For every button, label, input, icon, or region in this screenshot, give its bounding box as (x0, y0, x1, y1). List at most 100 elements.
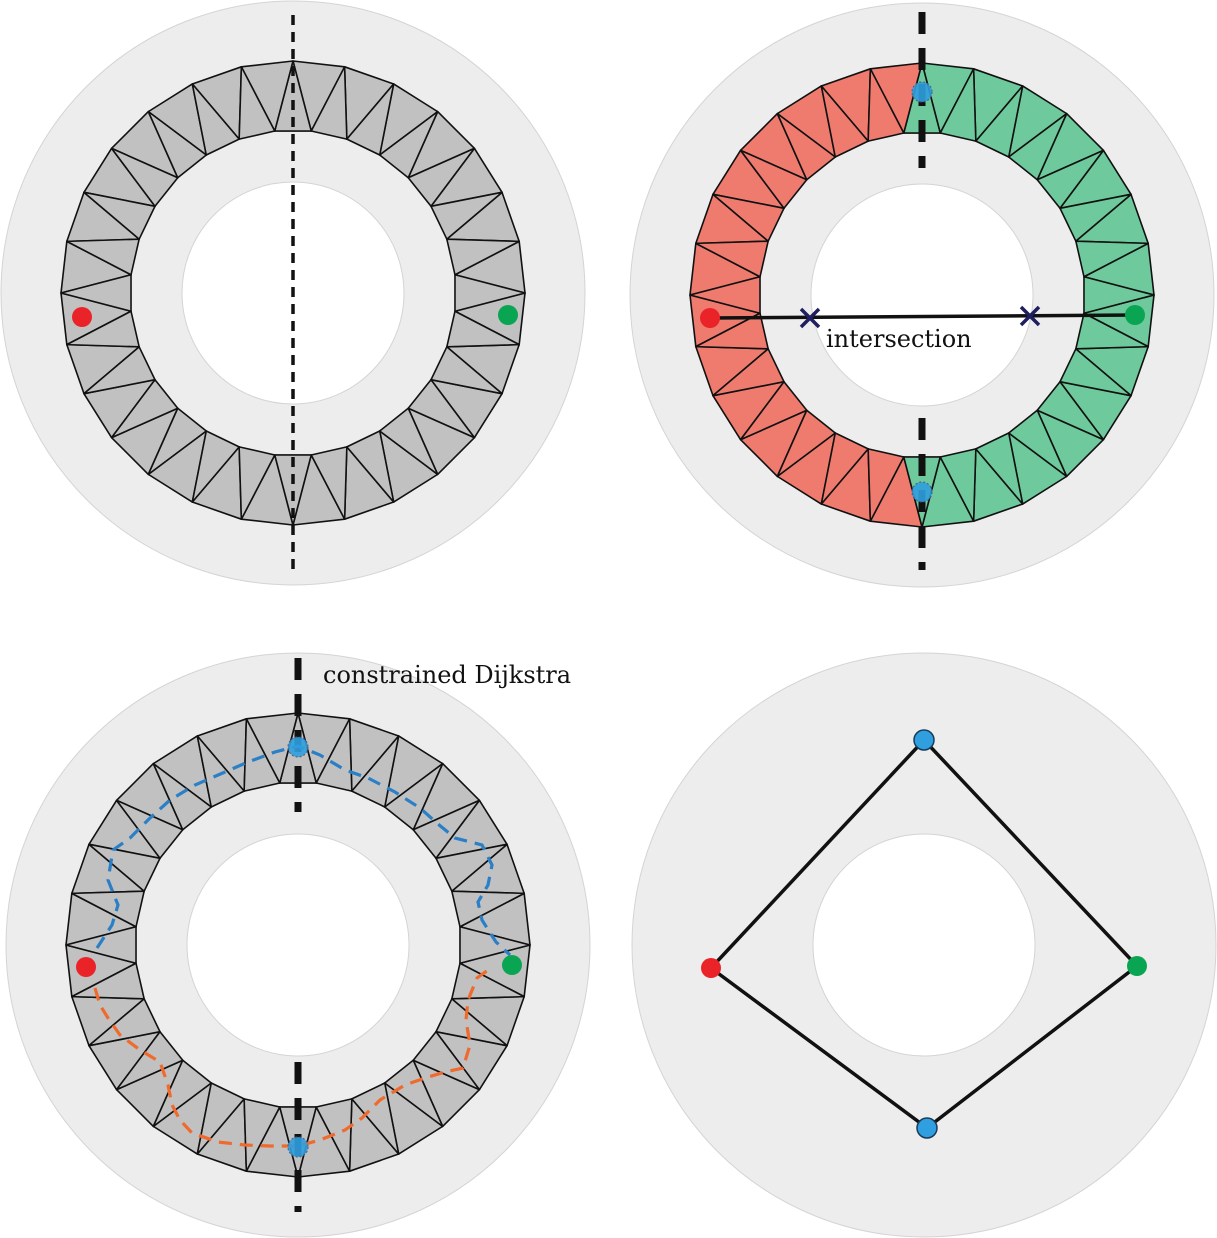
connection-line (709, 313, 1136, 320)
mesh-triangle (152, 762, 213, 831)
mesh-triangle (88, 998, 161, 1047)
cut-crossing-point (911, 481, 933, 503)
mesh-triangle (351, 1082, 400, 1155)
mesh-triangle (346, 430, 395, 503)
mesh-triangle (243, 718, 281, 792)
mesh-triangle (435, 843, 508, 892)
mesh-triangle (407, 147, 476, 208)
mesh-triangle (939, 68, 977, 142)
green-vertex (1127, 956, 1147, 976)
mesh-triangle (378, 110, 439, 179)
red-point (700, 308, 720, 328)
mesh-triangle (115, 1030, 184, 1091)
mesh-triangle (147, 110, 208, 179)
mesh-triangle (430, 191, 503, 240)
mesh-triangle (776, 112, 837, 181)
mesh-triangle (383, 1059, 444, 1128)
mesh-triangle (191, 430, 240, 503)
mesh-triangle (1036, 380, 1105, 441)
mesh-triangle (83, 346, 156, 395)
mesh-triangle (975, 85, 1024, 158)
mesh-triangle (712, 348, 785, 397)
mesh-triangle (446, 310, 520, 348)
blue-vertex-bottom (916, 1117, 938, 1139)
green-point (502, 955, 522, 975)
mesh-triangle (66, 310, 140, 348)
mesh-triangle (243, 1098, 281, 1172)
mesh-triangle (310, 66, 348, 140)
mesh-triangle (695, 312, 769, 350)
mesh-triangle (65, 925, 137, 965)
mesh-triangle (430, 346, 503, 395)
mesh-triangle (196, 735, 245, 808)
mesh-triangle (407, 378, 476, 439)
mesh-triangle (451, 890, 525, 928)
mesh-triangle (975, 432, 1024, 505)
mesh-triangle (1007, 112, 1068, 181)
mesh-triangle (191, 83, 240, 156)
mesh-triangle (776, 409, 837, 478)
mesh-triangle (867, 448, 905, 522)
blue-vertex-top (913, 729, 935, 751)
mesh-triangle (66, 238, 140, 276)
mesh-triangle (739, 149, 808, 210)
mesh-triangle (446, 238, 520, 276)
mesh-triangle (273, 454, 313, 526)
panel-constrained-dijkstra (5, 652, 591, 1238)
mesh-triangle (867, 68, 905, 142)
mesh-triangle (1075, 312, 1149, 350)
mesh-triangle (820, 85, 869, 158)
cut-crossing-point (911, 81, 933, 103)
mesh-triangle (1036, 149, 1105, 210)
mesh-triangle (71, 962, 145, 1000)
red-vertex (701, 958, 721, 978)
mesh-triangle (238, 446, 276, 520)
cut-crossing-point (287, 1136, 309, 1158)
panel-mesh-partition (629, 2, 1215, 588)
green-point (1125, 305, 1145, 325)
mesh-triangle (459, 925, 531, 965)
mesh-triangle (454, 273, 526, 313)
mesh-triangle (238, 66, 276, 140)
center-hole (186, 833, 410, 1057)
constrained-dijkstra-label: constrained Dijkstra (323, 661, 571, 689)
mesh-triangle (1007, 409, 1068, 478)
center-hole (812, 833, 1036, 1057)
mesh-triangle (1083, 275, 1155, 315)
mesh-triangle (147, 407, 208, 476)
mesh-triangle (88, 843, 161, 892)
mesh-triangle (1059, 348, 1132, 397)
dijkstra-lower-path (93, 968, 489, 1148)
center-hole (810, 183, 1034, 407)
panel-result-graph (631, 652, 1217, 1238)
mesh-triangle (712, 193, 785, 242)
mesh-triangle (412, 1030, 481, 1091)
mesh-triangle (383, 762, 444, 831)
mesh-triangle (83, 191, 156, 240)
mesh-triangle (1059, 193, 1132, 242)
dijkstra-upper-path (95, 744, 512, 957)
mesh-triangle (1075, 240, 1149, 278)
mesh-triangle (310, 446, 348, 520)
mesh-triangle (346, 83, 395, 156)
mesh-triangle (110, 378, 179, 439)
mesh-triangle (739, 380, 808, 441)
x-mark-icon (799, 307, 821, 329)
mesh-triangle (196, 1082, 245, 1155)
mesh-triangle (689, 275, 761, 315)
red-point (72, 307, 92, 327)
mesh-triangle (820, 432, 869, 505)
mesh-triangle (435, 998, 508, 1047)
mesh-triangle (939, 448, 977, 522)
panel-mesh-cut (0, 0, 586, 586)
mesh-triangle (110, 147, 179, 208)
red-point (76, 957, 96, 977)
mesh-triangle (695, 240, 769, 278)
green-point (498, 305, 518, 325)
mesh-triangle (71, 890, 145, 928)
mesh-triangle (60, 273, 132, 313)
x-mark-icon (1019, 305, 1041, 327)
cut-crossing-point (287, 736, 309, 758)
mesh-triangle (451, 962, 525, 1000)
